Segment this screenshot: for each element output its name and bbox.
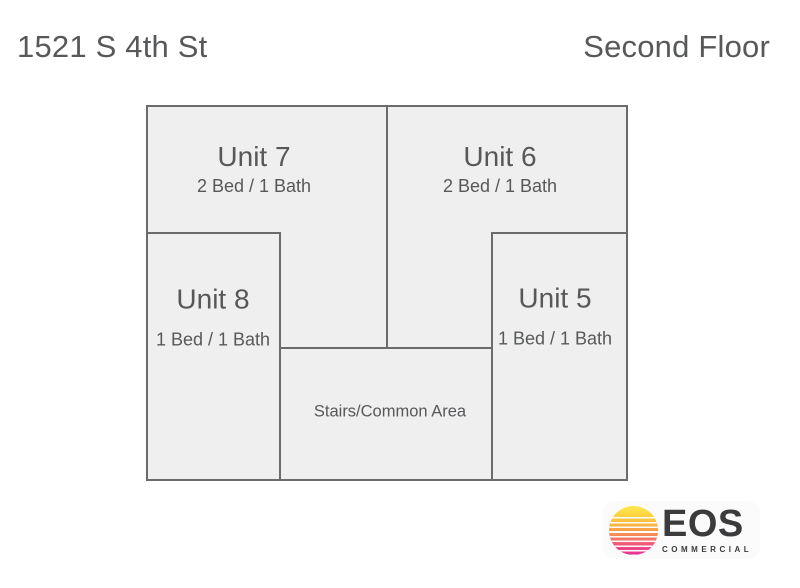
wall-common-area-top [279,347,493,349]
eos-commercial-logo: EOS COMMERCIAL [603,501,760,559]
floor-label: Second Floor [583,29,770,64]
unit-8-label: Unit 8 1 Bed / 1 Bath [156,284,270,351]
sun-icon [609,506,658,555]
logo-brand-subtitle: COMMERCIAL [662,545,753,554]
logo-text: EOS COMMERCIAL [662,505,752,554]
wall-unit8-right [279,232,281,481]
unit-6-details: 2 Bed / 1 Bath [442,176,558,197]
logo-brand-name: EOS [662,503,744,545]
unit-5-details: 1 Bed / 1 Bath [497,328,613,349]
unit-8-details: 1 Bed / 1 Bath [155,329,271,350]
page-title: 1521 S 4th St [17,29,208,64]
wall-unit5-top [491,232,628,234]
unit-8-name: Unit 8 [176,283,250,315]
unit-7-details: 2 Bed / 1 Bath [196,176,312,197]
common-area-label: Stairs/Common Area [313,402,467,421]
wall-between-unit7-unit6 [386,105,388,349]
wall-unit8-top [146,232,281,234]
unit-7-name: Unit 7 [217,141,291,173]
unit-7-label: Unit 7 2 Bed / 1 Bath [197,141,311,197]
unit-6-name: Unit 6 [463,141,537,173]
wall-unit5-left [491,232,493,481]
unit-6-label: Unit 6 2 Bed / 1 Bath [443,141,557,197]
unit-5-label: Unit 5 1 Bed / 1 Bath [498,283,612,350]
unit-5-name: Unit 5 [518,282,592,314]
